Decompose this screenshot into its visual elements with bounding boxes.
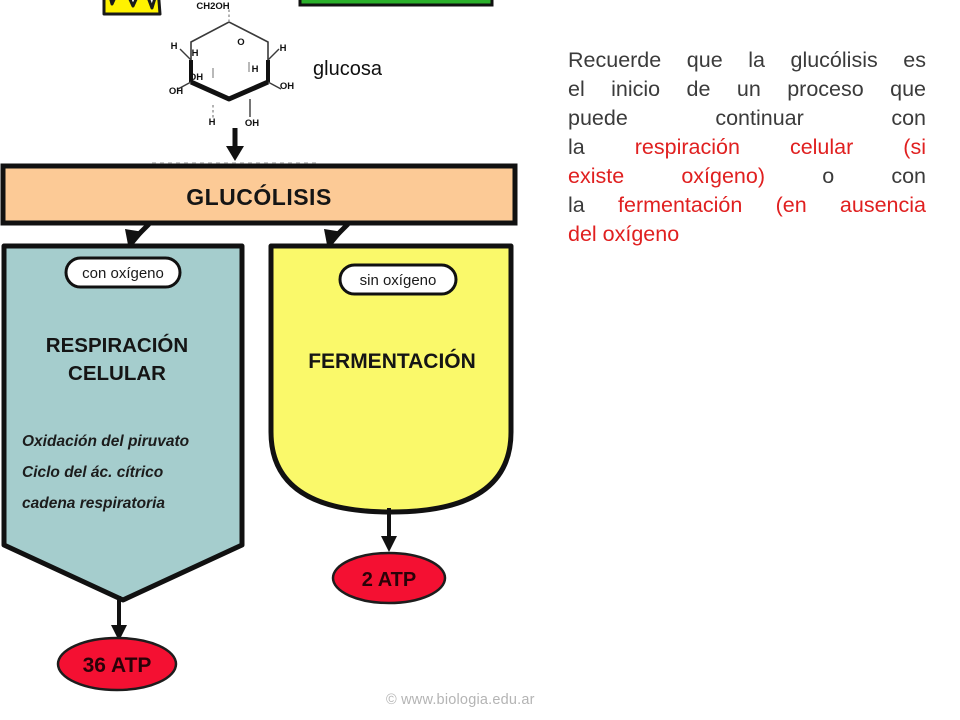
respiracion-title-line1: RESPIRACIÓN bbox=[46, 333, 188, 357]
respiracion-step-1: Oxidación del piruvato bbox=[22, 433, 189, 450]
starburst-icon bbox=[102, 0, 162, 16]
note-line-4: la respiración celular (si bbox=[568, 133, 926, 162]
svg-text:OH: OH bbox=[169, 86, 183, 97]
atp-36-label: 36 ATP bbox=[83, 654, 152, 677]
fermentacion-panel[interactable]: sin oxígeno FERMENTACIÓN bbox=[268, 243, 514, 515]
note-line-4-red: respiración celular (si bbox=[634, 135, 926, 159]
svg-text:H: H bbox=[192, 48, 199, 59]
note-line-6-dark: la bbox=[568, 193, 619, 217]
pill-con-oxigeno[interactable]: con oxígeno bbox=[64, 256, 182, 289]
glucose-molecule bbox=[177, 8, 282, 119]
note-line-5-red: existe oxígeno) bbox=[568, 164, 766, 188]
note-line-1: Recuerde que la glucólisis es bbox=[568, 48, 926, 72]
svg-text:H: H bbox=[171, 41, 178, 52]
respiracion-step-3: cadena respiratoria bbox=[22, 495, 165, 512]
molecule-formula-label: CH2OH bbox=[196, 1, 229, 12]
pill-con-oxigeno-label: con oxígeno bbox=[82, 265, 164, 282]
svg-text:OH: OH bbox=[189, 72, 203, 83]
atp-2-label: 2 ATP bbox=[362, 569, 416, 591]
glycolysis-box[interactable]: GLUCÓLISIS bbox=[0, 163, 518, 226]
respiracion-step-2: Ciclo del ác. cítrico bbox=[22, 464, 163, 481]
note-line-2: el inicio de un proceso que bbox=[568, 77, 926, 101]
note-line-4-dark: la bbox=[568, 135, 635, 159]
pill-sin-oxigeno-label: sin oxígeno bbox=[360, 272, 437, 289]
svg-text:OH: OH bbox=[280, 81, 294, 92]
green-bar bbox=[298, 0, 494, 7]
note-line-5: existe oxígeno) o con bbox=[568, 162, 926, 191]
note-line-5-dark: o con bbox=[765, 164, 926, 188]
atp-36-badge[interactable]: 36 ATP bbox=[56, 636, 178, 692]
source-credit: © www.biologia.edu.ar bbox=[386, 692, 535, 708]
arrow-to-2-atp bbox=[381, 508, 397, 552]
respiracion-celular-panel[interactable]: con oxígeno RESPIRACIÓN CELULAR Oxidació… bbox=[1, 243, 245, 603]
metabolism-flow-diagram: CH2OH H H O H H OH OH OH H OH glucosa GL… bbox=[0, 0, 518, 692]
atp-2-badge[interactable]: 2 ATP bbox=[331, 551, 447, 605]
note-line-6: la fermentación (en ausencia bbox=[568, 191, 926, 220]
respiracion-steps: Oxidación del piruvato Ciclo del ác. cít… bbox=[22, 433, 189, 512]
svg-text:H: H bbox=[280, 43, 287, 54]
note-line-3: puede continuar con bbox=[568, 106, 926, 130]
note-line-7: del oxígeno bbox=[568, 222, 680, 246]
svg-text:OH: OH bbox=[245, 118, 259, 129]
note-line-6-red: fermentación (en ausencia bbox=[618, 193, 926, 217]
fermentacion-title: FERMENTACIÓN bbox=[308, 349, 476, 373]
svg-text:H: H bbox=[252, 64, 259, 75]
arrow-to-36-atp bbox=[111, 596, 127, 641]
respiracion-title-line2: CELULAR bbox=[68, 362, 166, 385]
glucose-name-label: glucosa bbox=[313, 58, 383, 80]
svg-text:H: H bbox=[209, 117, 216, 128]
svg-text:O: O bbox=[237, 37, 244, 48]
explanatory-note: Recuerde que la glucólisis es el inicio … bbox=[568, 46, 926, 249]
glycolysis-label: GLUCÓLISIS bbox=[186, 183, 332, 210]
glucose-atom-labels: CH2OH H H O H H OH OH OH H OH bbox=[169, 1, 294, 129]
arrow-glucose-to-glycolysis bbox=[226, 128, 244, 161]
pill-sin-oxigeno[interactable]: sin oxígeno bbox=[338, 263, 458, 296]
